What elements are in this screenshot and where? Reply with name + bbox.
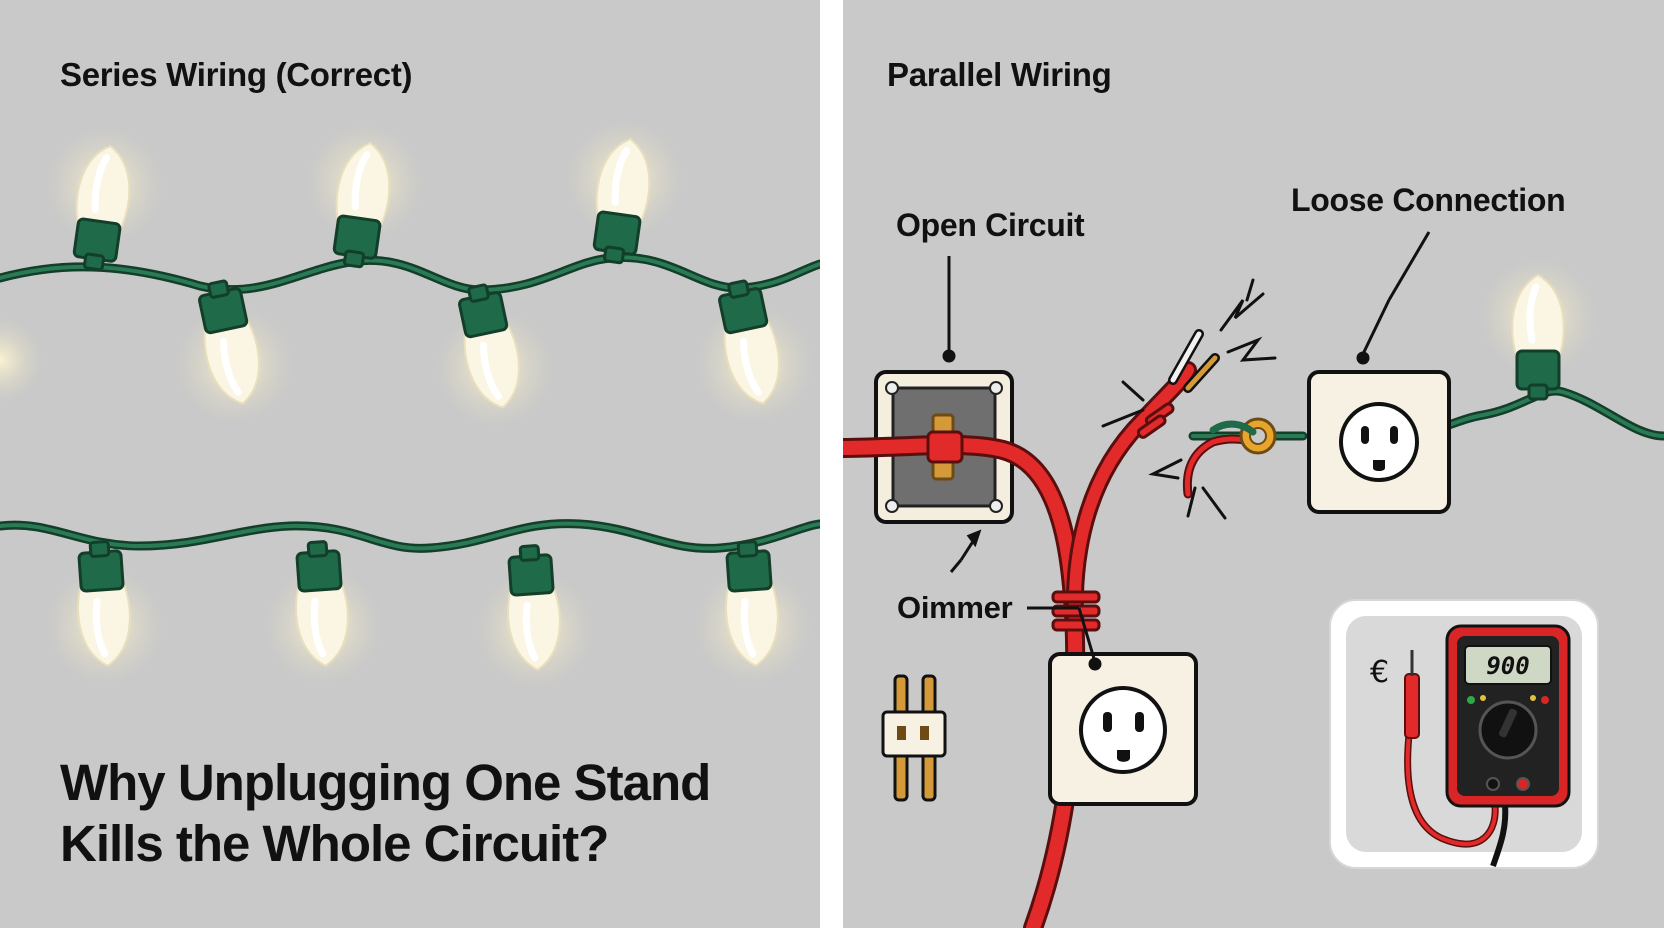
edge-glow [0,318,42,402]
plug-icon [881,674,947,802]
parallel-wiring-illustration: € [843,231,1664,928]
series-wiring-illustration [0,0,820,928]
bulb-icon [36,120,171,277]
panel-divider [820,0,843,928]
cable-tie [1051,590,1101,632]
leader-lines [942,231,1431,671]
bulb-icon [680,270,820,433]
series-wiring-title: Series Wiring (Correct) [60,56,413,93]
multimeter-display-readout: 900 [1486,652,1530,680]
bulb-icon [420,274,563,437]
svg-text:€: € [1370,655,1389,690]
multimeter-icon: € [1370,624,1571,867]
bulb-icon [296,117,431,274]
bulb-icon [160,270,303,433]
headline-line-1: Why Unplugging One Stand [60,754,711,811]
parallel-wiring-title: Parallel Wiring [887,56,1112,93]
bulb-icon [689,538,815,688]
open-circuit-label: Open Circuit [896,207,1085,243]
dimmer-label: Oimmer [897,590,1013,625]
bulb-icon [259,538,385,688]
top-strand-wire [0,252,820,295]
loose-connection-label: Loose Connection [1291,182,1566,218]
cable-tie [926,430,964,464]
bulb-icon [556,113,691,270]
spark-icon [1101,278,1277,520]
headline-question: Why Unplugging One Stand Kills the Whole… [60,752,800,874]
bulb-icon [1480,259,1596,401]
parallel-wiring-panel: € Parallel Wiring Open Circuit Loose Con… [843,0,1664,928]
outlet-icon [1307,370,1451,514]
cable-tie [1136,402,1175,439]
series-wiring-panel: Series Wiring (Correct) Why Unplugging O… [0,0,820,928]
headline-line-2: Kills the Whole Circuit? [60,815,609,872]
bulb-icon [471,542,597,692]
outlet-icon [1048,652,1198,806]
bulb-icon [41,538,167,688]
